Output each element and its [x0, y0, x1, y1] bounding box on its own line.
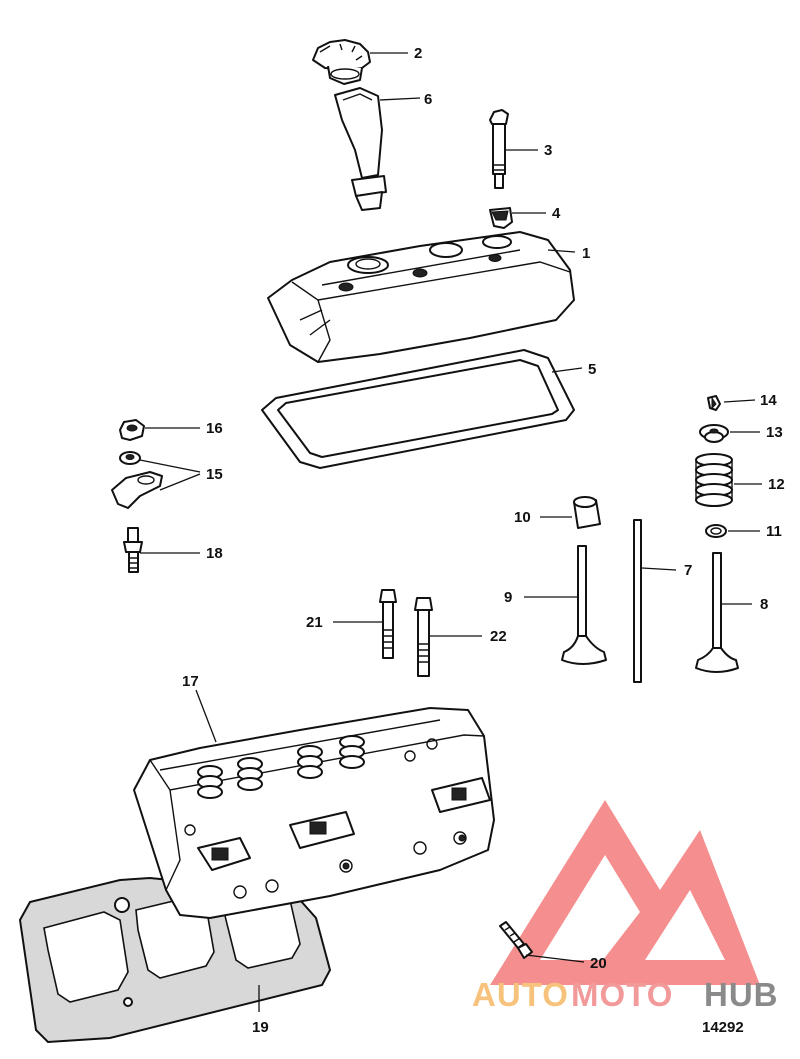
callout-12: 12 — [768, 476, 785, 493]
installed-valve-springs — [197, 735, 365, 799]
valve-spring-cap — [699, 424, 729, 443]
stud-bolt — [489, 109, 509, 189]
valve-keys — [707, 395, 721, 411]
callout-7: 7 — [684, 562, 692, 579]
valve-cover-gasket — [261, 349, 575, 469]
exhaust-valve — [695, 552, 739, 673]
watermark-logo — [490, 800, 760, 985]
oil-filler-cap — [312, 39, 371, 85]
callout-19: 19 — [252, 1019, 269, 1036]
callout-4: 4 — [552, 205, 561, 222]
callout-6: 6 — [424, 91, 432, 108]
pushrod — [633, 519, 642, 683]
callout-1: 1 — [582, 245, 590, 262]
watermark-moto: MOTO — [571, 976, 673, 1013]
cylinder-head-gasket — [18, 876, 332, 1044]
callout-22: 22 — [490, 628, 507, 645]
valve-cover — [267, 231, 575, 363]
valve-stem-seal — [573, 496, 601, 529]
leader-lines — [139, 52, 762, 1012]
rocker-arm-nut — [119, 419, 145, 441]
rocker-arm-stud — [123, 527, 143, 573]
cylinder-head — [133, 707, 495, 919]
grommet — [489, 207, 513, 229]
callout-8: 8 — [760, 596, 768, 613]
cylinder-head-bolt-short — [379, 589, 397, 659]
callout-10: 10 — [514, 509, 531, 526]
callout-9: 9 — [504, 589, 512, 606]
callout-15: 15 — [206, 466, 223, 483]
callout-11: 11 — [766, 523, 782, 540]
valve-spring — [695, 453, 733, 507]
callout-numbers: 2 6 3 4 1 5 16 15 18 14 13 12 11 10 9 7 … — [182, 45, 785, 1036]
callout-13: 13 — [766, 424, 783, 441]
callout-18: 18 — [206, 545, 223, 562]
callout-17: 17 — [182, 673, 199, 690]
callout-2: 2 — [414, 45, 422, 62]
watermark-hub: HUB — [704, 976, 779, 1013]
bolt — [499, 921, 533, 959]
callout-3: 3 — [544, 142, 552, 159]
valve-shim — [705, 524, 727, 538]
figure-number: 14292 — [702, 1019, 744, 1036]
watermark-auto: AUTO — [472, 976, 569, 1013]
watermark-text: AUTO MOTO HUB — [472, 976, 779, 1013]
callout-20: 20 — [590, 955, 607, 972]
intake-valve — [561, 545, 607, 665]
callout-16: 16 — [206, 420, 223, 437]
callout-5: 5 — [588, 361, 596, 378]
cylinder-head-bolt-long — [414, 597, 433, 677]
rocker-arm-assembly — [111, 451, 163, 509]
callout-21: 21 — [306, 614, 323, 631]
callout-14: 14 — [760, 392, 777, 409]
oil-filler-tube — [334, 87, 387, 211]
